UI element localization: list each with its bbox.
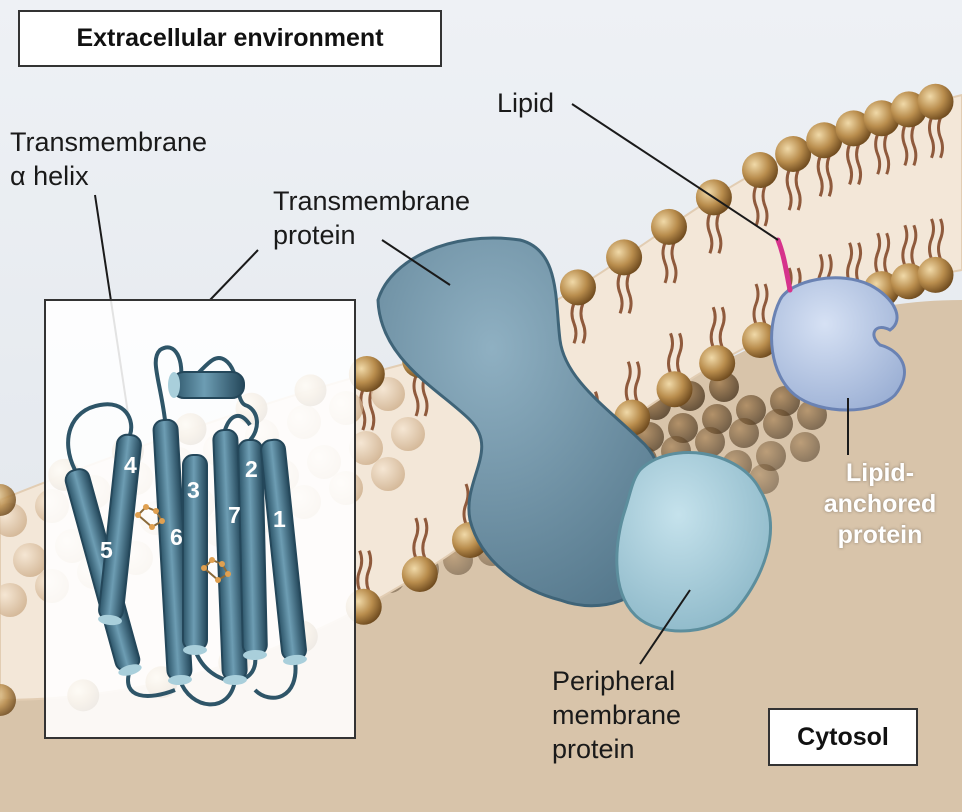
helix-number-7: 7 [228, 502, 241, 528]
peripheral-protein-label: Peripheral membrane protein [552, 664, 681, 766]
peripheral-protein-label-line2: membrane [552, 700, 682, 730]
helix-number-2: 2 [245, 456, 258, 482]
lipid-anchored-label: Lipid- anchored protein [800, 458, 960, 551]
lipid-anchored-label-line3: protein [837, 521, 923, 549]
helix-number-3: 3 [187, 477, 200, 503]
peripheral-protein-label-line1: Peripheral [552, 666, 676, 696]
lipid-anchored-protein-shape [770, 276, 906, 412]
leader-lines [94, 103, 849, 665]
transmembrane-protein-label-line1: Transmembrane [273, 186, 471, 216]
peripheral-protein-label-line3: protein [552, 734, 635, 764]
lipid-anchored-label-line2: anchored [823, 490, 937, 518]
lipid-anchor [775, 237, 793, 293]
transmembrane-protein-label: Transmembrane protein [273, 184, 470, 252]
extracellular-label: Extracellular environment [18, 10, 442, 67]
cytosol-label: Cytosol [768, 708, 918, 766]
transmembrane-helix-label: Transmembrane α helix [10, 125, 207, 193]
helix-number-4: 4 [124, 452, 137, 478]
helix-number-5: 5 [100, 537, 113, 563]
lipid-anchored-label-line1: Lipid- [845, 459, 915, 487]
peripheral-protein-shape [615, 451, 772, 633]
transmembrane-helix-label-line1: Transmembrane [10, 127, 208, 157]
transmembrane-helix-label-line2: α helix [10, 161, 89, 191]
lipid-label: Lipid [497, 88, 555, 118]
helix-number-6: 6 [170, 524, 183, 550]
transmembrane-protein-label-line2: protein [273, 220, 356, 250]
helix-number-1: 1 [273, 506, 286, 532]
helix-bundle [64, 345, 307, 707]
